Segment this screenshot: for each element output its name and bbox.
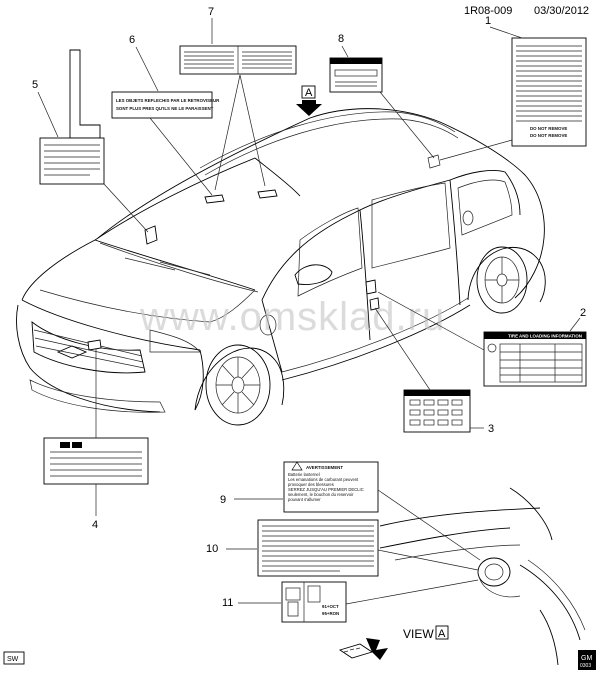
label-9-line-6: pouvant s'allumer (288, 497, 321, 502)
label-10 (257, 519, 479, 577)
info-book-icon (285, 587, 301, 601)
label-1-line-2: DO NOT REMOVE (530, 133, 567, 138)
label-9: AVERTISSEMENT Batterie lanternel Les ema… (283, 461, 481, 561)
label-5 (39, 49, 149, 233)
diagram-date: 03/30/2012 (534, 5, 589, 17)
label-6-line-1: LES OBJETS REFLECHIS PAR LE RETROVISEUR (116, 98, 220, 103)
label-11-line-2: 95+RON (322, 611, 339, 616)
view-a-caption-letter: A (438, 628, 446, 640)
gm-logo-code: 0303 (580, 663, 591, 669)
label-9-line-4: SERREZ JUSQU'AU PREMIER DECLIC (288, 487, 364, 492)
label-7 (179, 45, 297, 191)
label-2: TIRE AND LOADING INFORMATION (377, 291, 587, 387)
label-9-line-2: Les emanations de carburant peuvent (288, 477, 359, 482)
label-3 (374, 307, 484, 433)
label-11-line-1: 91+OCT (322, 604, 339, 609)
callout-10: 10 (206, 543, 218, 555)
corner-sw-label: SW (7, 656, 19, 663)
view-arrow-letter: A (305, 87, 313, 99)
view-a-arrow: A (296, 85, 322, 116)
callout-4: 4 (92, 519, 98, 531)
label-9-line-5: seulement, le bouchon du reservoir (288, 492, 354, 497)
label-8 (329, 57, 435, 159)
label-11: 91+OCT 95+RON (281, 579, 479, 623)
label-9-line-1: Batterie lanternel (288, 472, 320, 477)
callout-8: 8 (338, 33, 344, 45)
watermark: www.omsklad.ru (139, 295, 445, 339)
view-a-caption: VIEW (403, 627, 434, 641)
fuel-pump-icon (307, 585, 321, 603)
label-6: LES OBJETS REFLECHIS PAR LE RETROVISEUR … (111, 91, 220, 196)
callout-9: 9 (220, 494, 226, 506)
label-1-line-1: DO NOT REMOVE (530, 126, 567, 131)
diagram-code: 1R08-009 (464, 5, 512, 17)
callout-1: 1 (485, 15, 491, 27)
callout-2: 2 (580, 307, 586, 319)
callout-11: 11 (222, 597, 233, 609)
gm-logo-text: GM (581, 655, 592, 662)
emblem-icon (56, 345, 88, 359)
label-6-line-2: SONT PLUS PRES QU'ILS NE LE PARAISSENT (116, 106, 214, 111)
callout-5: 5 (32, 79, 38, 91)
label-4 (43, 349, 149, 516)
label-9-title: AVERTISSEMENT (306, 465, 343, 470)
orientation-arrow-icon (338, 638, 388, 660)
label-2-title: TIRE AND LOADING INFORMATION (508, 334, 582, 339)
callout-7: 7 (208, 6, 214, 18)
fuel-nozzle-icon (287, 601, 299, 617)
label-9-line-3: provoquer des blessures (288, 482, 334, 487)
callout-6: 6 (129, 34, 135, 46)
car-illustration (16, 108, 546, 426)
callout-3: 3 (488, 423, 494, 435)
label-1: DO NOT REMOVE DO NOT REMOVE (439, 37, 587, 161)
